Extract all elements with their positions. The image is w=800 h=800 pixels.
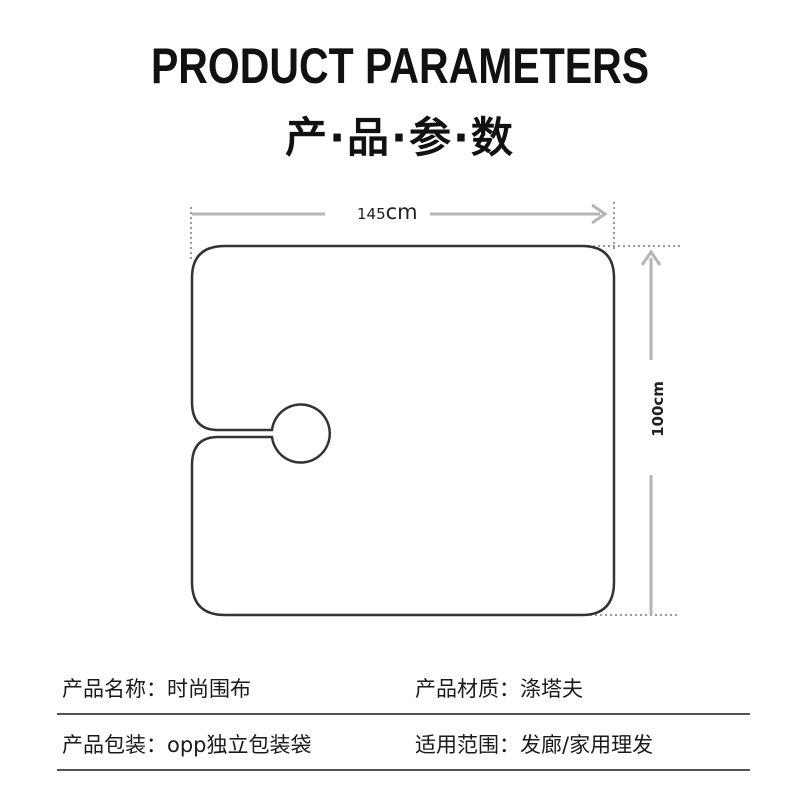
param-label: 适用范围： xyxy=(415,733,520,757)
param-row-1: 产品名称：时尚围布 产品材质：涤塔夫 xyxy=(62,673,762,713)
divider xyxy=(57,713,750,715)
param-value: 时尚围布 xyxy=(167,677,251,701)
param-material: 产品材质：涤塔夫 xyxy=(415,673,583,703)
divider xyxy=(57,769,750,771)
param-label: 产品材质： xyxy=(415,677,520,701)
width-unit: cm xyxy=(385,200,418,224)
param-label: 产品包装： xyxy=(62,733,167,757)
param-label: 产品名称： xyxy=(62,677,167,701)
extension-lines xyxy=(190,202,680,616)
param-row-2: 产品包装：opp独立包装袋 适用范围：发廊/家用理发 xyxy=(62,729,762,769)
param-value: 发廊/家用理发 xyxy=(520,733,654,757)
width-value: 145 xyxy=(357,205,386,223)
width-arrow xyxy=(192,203,608,225)
height-arrow xyxy=(640,249,662,615)
param-packaging: 产品包装：opp独立包装袋 xyxy=(62,729,312,759)
title-english: PRODUCT PARAMETERS xyxy=(150,38,650,94)
height-dimension-label: 100cm xyxy=(649,381,667,437)
param-value: opp独立包装袋 xyxy=(167,733,312,757)
param-product-name: 产品名称：时尚围布 xyxy=(62,673,251,703)
title-chinese: 产·品·参·数 xyxy=(285,113,515,162)
param-usage-scope: 适用范围：发廊/家用理发 xyxy=(415,729,653,759)
param-value: 涤塔夫 xyxy=(520,677,583,701)
cape-outline xyxy=(190,244,616,617)
width-dimension-label: 145cm xyxy=(355,200,420,224)
